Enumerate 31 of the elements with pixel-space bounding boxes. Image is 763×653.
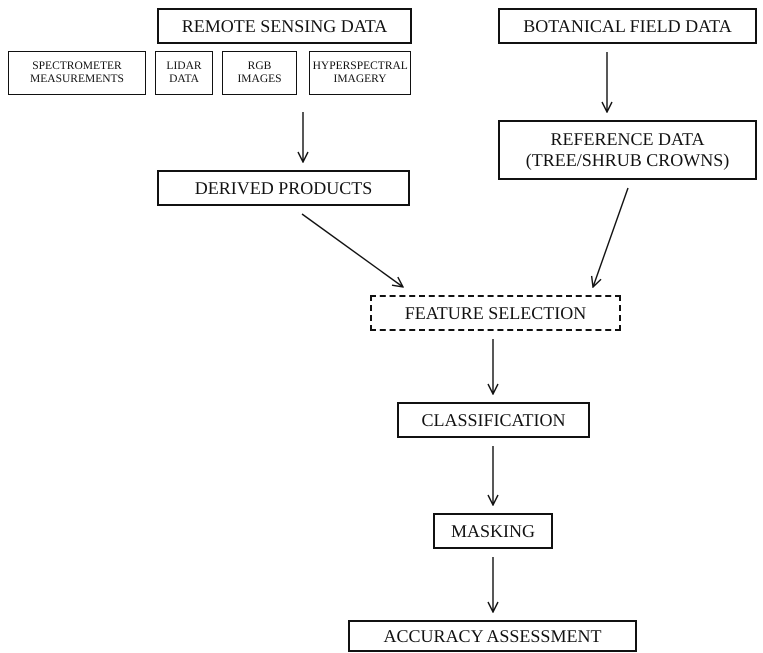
box-label: REMOTE SENSING DATA xyxy=(182,16,388,36)
box-label: LIDAR DATA xyxy=(165,60,203,86)
box-label: SPECTROMETER MEASUREMENTS xyxy=(29,60,125,86)
process-box xyxy=(397,402,590,438)
box-label: BOTANICAL FIELD DATA xyxy=(523,16,732,36)
arrow xyxy=(601,52,613,113)
process-box xyxy=(348,620,637,652)
process-box xyxy=(498,8,757,44)
box-label: MASKING xyxy=(450,520,535,542)
box-label: FEATURE SELECTION xyxy=(404,302,586,324)
process-box xyxy=(8,51,146,95)
process-box xyxy=(309,51,411,95)
box-label: DERIVED PRODUCTS xyxy=(194,178,372,198)
process-box xyxy=(157,8,412,44)
process-box xyxy=(433,513,553,549)
box-label: CLASSIFICATION xyxy=(421,410,566,430)
box-label: HYPERSPECTRAL IMAGERY xyxy=(312,60,408,86)
box-label: RGB IMAGES xyxy=(236,60,283,86)
arrow xyxy=(487,446,499,506)
process-box xyxy=(498,120,757,180)
arrow xyxy=(487,557,499,613)
box-label: REFERENCE DATA (TREE/SHRUB CROWNS) xyxy=(524,129,730,171)
process-box xyxy=(370,295,621,331)
arrow xyxy=(487,339,499,395)
process-box xyxy=(157,170,410,206)
box-label: ACCURACY ASSESSMENT xyxy=(384,626,602,646)
arrow xyxy=(590,188,629,288)
arrow xyxy=(297,112,309,163)
process-box xyxy=(222,51,297,95)
arrow xyxy=(302,213,404,288)
process-box xyxy=(155,51,213,95)
